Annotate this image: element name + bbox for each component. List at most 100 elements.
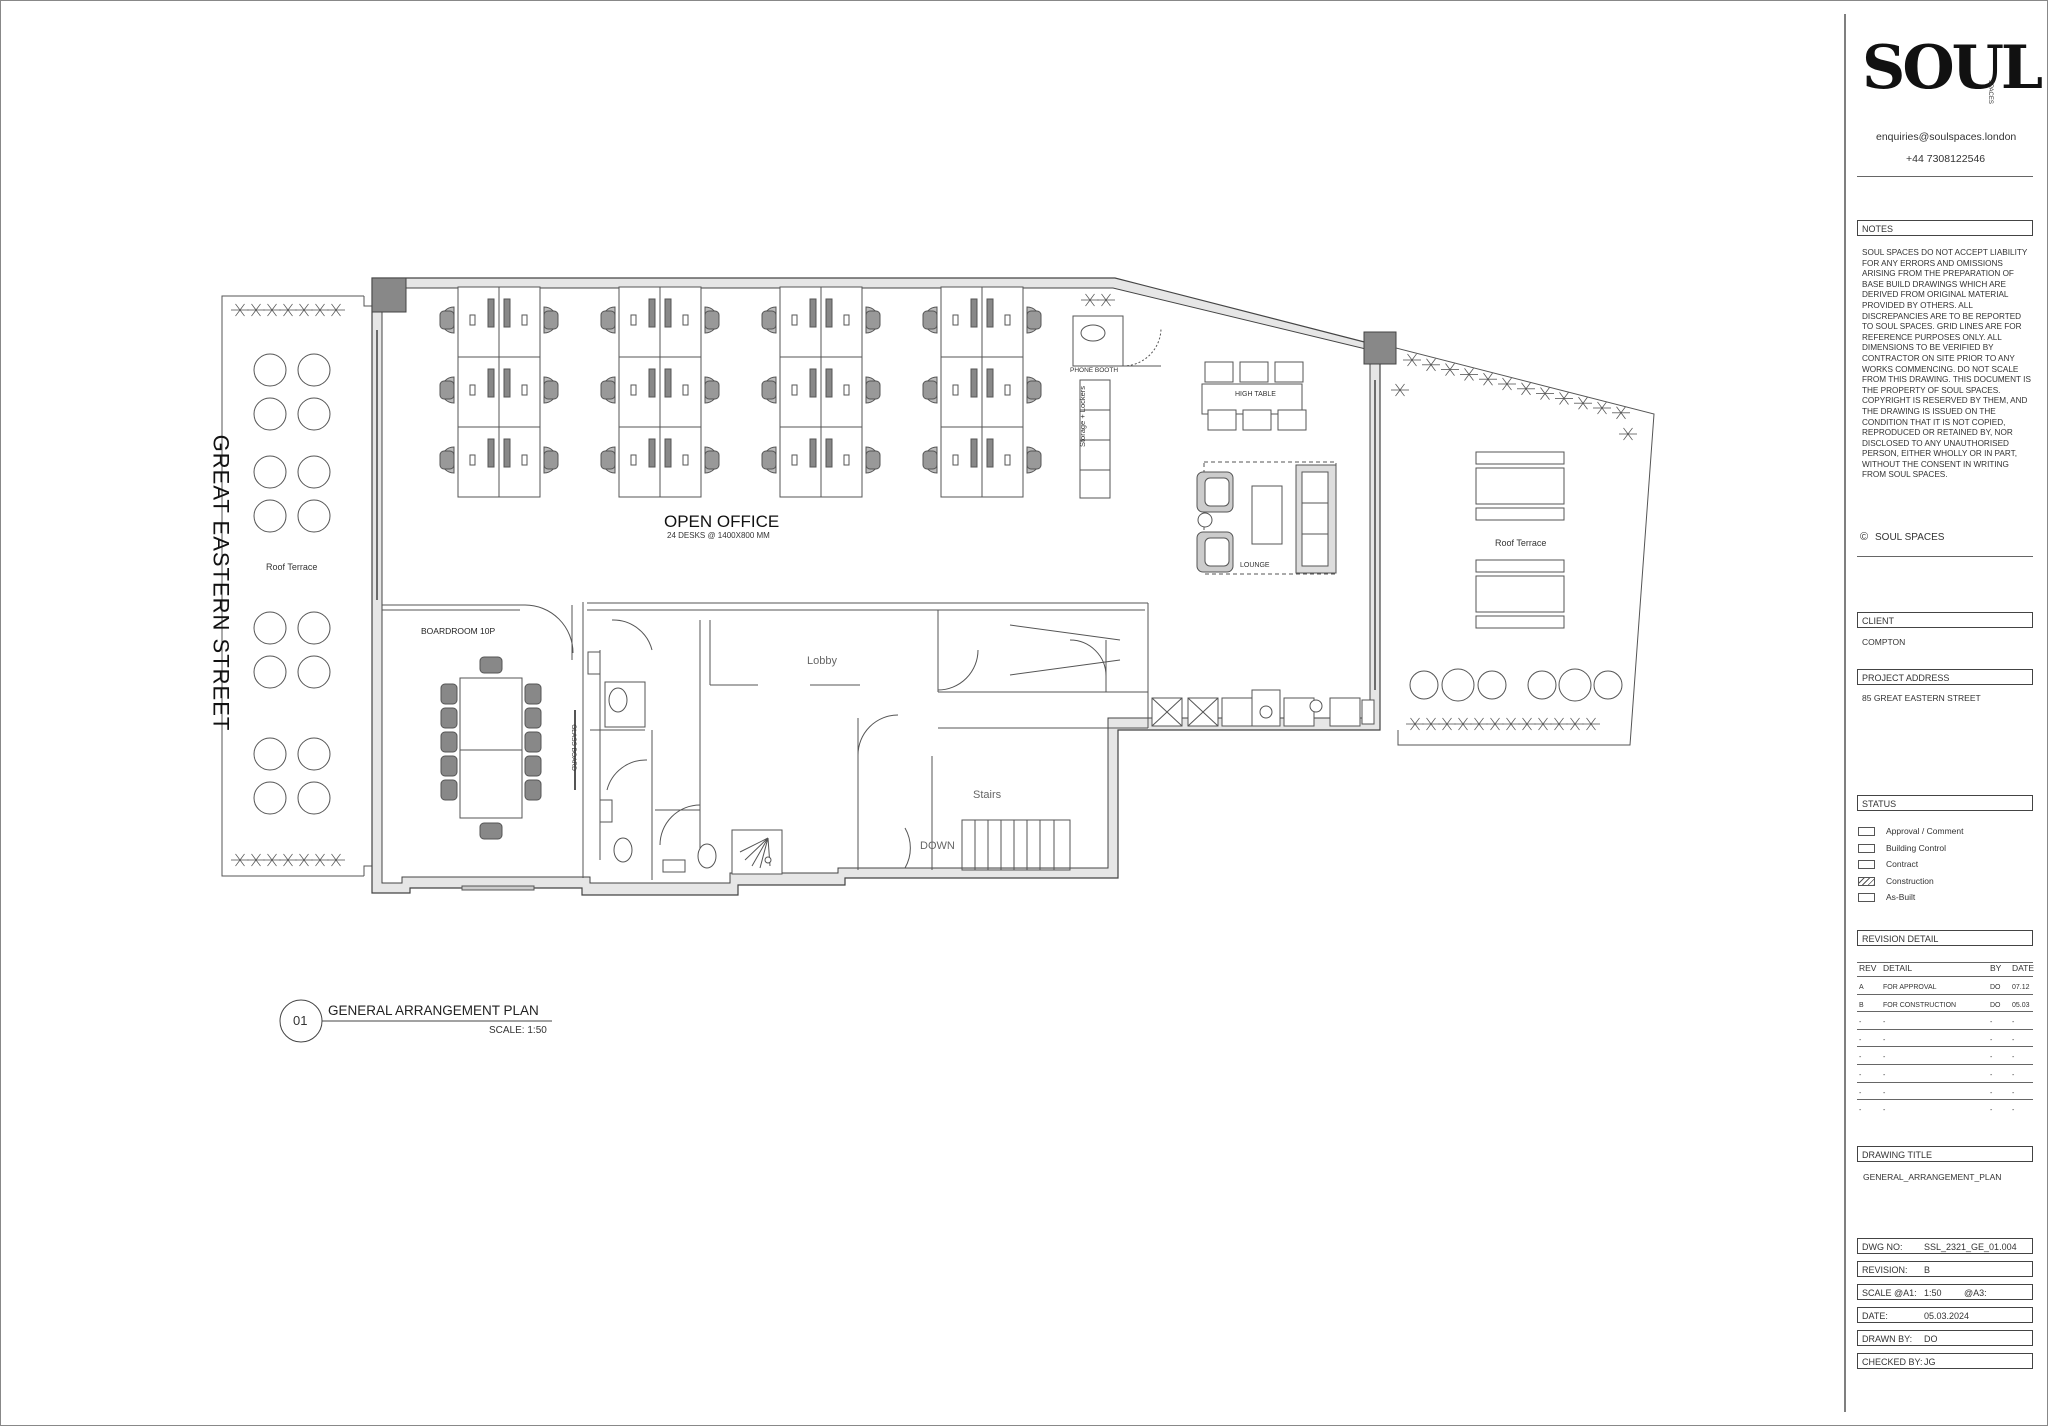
plant-leaf <box>1442 717 1448 725</box>
monitor <box>664 298 672 328</box>
plant-leaf <box>1446 723 1452 731</box>
phone-booth <box>1072 315 1162 367</box>
plant-leaf <box>335 853 341 861</box>
high-table <box>1201 361 1307 431</box>
plant-leaf <box>1490 723 1496 731</box>
plant-leaf <box>1510 717 1516 725</box>
terrace-chair <box>253 353 287 387</box>
plant-leaf <box>1521 388 1527 396</box>
drawn-by-value: DO <box>1924 1334 1938 1344</box>
status-label: Approval / Comment <box>1886 826 1964 836</box>
storage-lockers <box>1079 379 1111 499</box>
terrace-chair <box>253 455 287 489</box>
status-checkbox[interactable] <box>1858 893 1875 902</box>
status-checkbox[interactable] <box>1858 860 1875 869</box>
monitor <box>825 438 833 468</box>
plant-leaf <box>251 303 257 311</box>
revision-cell: - <box>1859 1019 1862 1027</box>
revision-cell: - <box>1990 1054 1993 1062</box>
keyboard <box>1004 314 1011 326</box>
plant-leaf <box>1559 392 1565 399</box>
keyboard <box>791 454 798 466</box>
status-checkbox[interactable] <box>1858 827 1875 836</box>
plant-leaf <box>1407 353 1413 361</box>
monitor <box>487 298 495 328</box>
plant-leaf <box>1627 427 1633 435</box>
revision-cell: - <box>1990 1107 1993 1115</box>
desk-chair <box>865 380 881 400</box>
stairs <box>961 819 1071 871</box>
monitor <box>970 298 978 328</box>
desk-chair <box>600 450 616 470</box>
plant-leaf <box>331 859 337 867</box>
revision-cell: - <box>1883 1054 1886 1062</box>
plant-leaf <box>1554 723 1560 731</box>
plant-leaf <box>1395 383 1401 391</box>
desk-chair <box>439 380 455 400</box>
plant-leaf <box>1426 717 1432 725</box>
copyright-text: SOUL SPACES <box>1875 532 1945 543</box>
lobby-label: Lobby <box>807 655 837 667</box>
plant-leaf <box>1426 358 1432 366</box>
notes-text: SOUL SPACES DO NOT ACCEPT LIABILITY FOR … <box>1862 248 2031 480</box>
contact-email[interactable]: enquiries@soulspaces.london <box>1876 131 2017 143</box>
plant-leaf <box>271 859 277 867</box>
plant-leaf <box>287 859 293 867</box>
phone-booth-label: PHONE BOOTH <box>1070 367 1119 374</box>
plant-leaf <box>331 303 337 311</box>
scale-value: 1:50 <box>1924 1288 1942 1298</box>
keyboard <box>952 314 959 326</box>
plant-leaf <box>1538 717 1544 725</box>
address-value: 85 GREAT EASTERN STREET <box>1862 693 1981 703</box>
plant-leaf <box>1597 407 1603 415</box>
terrace-seating <box>253 353 331 815</box>
plant-leaf <box>1458 723 1464 731</box>
keyboard <box>469 454 476 466</box>
plant-leaf <box>1399 383 1405 391</box>
plant-leaf <box>1410 717 1416 725</box>
revision-row-line <box>1857 1081 2033 1083</box>
plant-leaf <box>1582 402 1588 410</box>
boardroom-chair <box>440 755 458 777</box>
desk-chair <box>922 310 938 330</box>
plant-leaf <box>267 303 273 311</box>
plant-leaf <box>1474 723 1480 731</box>
roof-terrace-label-right: Roof Terrace <box>1495 538 1547 548</box>
plant-leaf <box>1494 717 1500 725</box>
status-checkbox[interactable] <box>1858 876 1875 886</box>
kitchenette <box>1151 689 1375 727</box>
plant-leaf <box>1426 723 1432 731</box>
plant-leaf <box>1411 359 1417 367</box>
plant-leaf <box>1558 723 1564 731</box>
terrace-chair <box>253 499 287 533</box>
plant-leaf <box>1502 377 1508 385</box>
plant-leaf <box>331 309 337 317</box>
monitor <box>986 298 994 328</box>
client-value: COMPTON <box>1862 637 1906 647</box>
plant-leaf <box>1430 723 1436 731</box>
status-label: Contract <box>1886 859 1919 869</box>
plant-leaf <box>1623 433 1629 441</box>
revision-cell: B <box>1859 1001 1864 1009</box>
plant-leaf <box>1483 378 1489 386</box>
plant-leaf <box>1522 723 1528 731</box>
keyboard <box>682 314 689 326</box>
revision-cell: - <box>1859 1089 1862 1097</box>
plant-leaf <box>1414 717 1420 725</box>
revision-cell: DO <box>1990 984 2001 991</box>
keyboard <box>630 314 637 326</box>
keyboard <box>1004 384 1011 396</box>
desk-count-label: 24 DESKS @ 1400X800 MM <box>667 531 770 540</box>
status-checkbox[interactable] <box>1858 843 1875 853</box>
glass-board-label: GLASS BOARD <box>569 724 577 771</box>
lounge-label: LOUNGE <box>1240 562 1270 569</box>
revision-cell: FOR APPROVAL <box>1883 984 1937 991</box>
scale-a3-label: @A3: <box>1964 1288 1987 1298</box>
plant-leaf <box>239 853 245 861</box>
revision-column-header: REV <box>1859 963 1877 973</box>
plant-leaf <box>1540 393 1546 400</box>
open-office-label: OPEN OFFICE <box>664 512 780 531</box>
plant-leaf <box>1582 396 1588 404</box>
revision-column-header: DETAIL <box>1883 963 1913 973</box>
